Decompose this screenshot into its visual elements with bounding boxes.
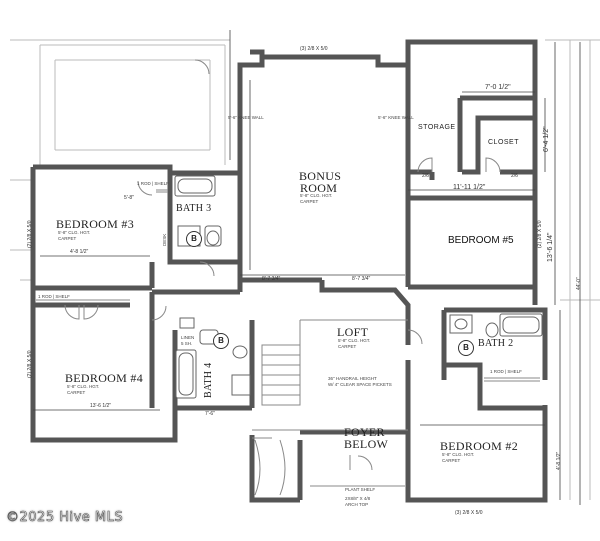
shelves bbox=[36, 189, 540, 496]
dim-b3-window: (2) 2/8 X 5/0 bbox=[27, 220, 33, 248]
walls bbox=[30, 39, 548, 503]
bonus-room-height: 5'-8" CLG. HGT. bbox=[300, 193, 333, 198]
dim-door-left: 2/6 bbox=[422, 173, 429, 179]
fixtures bbox=[174, 175, 543, 399]
loft-height: 5'-8" CLG. HGT. bbox=[338, 338, 371, 343]
background-lines bbox=[10, 39, 600, 500]
bedroom3-height: 5'-8" CLG. HGT. bbox=[58, 230, 91, 235]
bedroom4-height: 5'-8" CLG. HGT. bbox=[67, 384, 100, 389]
door-swings bbox=[64, 59, 501, 471]
dim-loft-a: 8'-7 3/4" bbox=[262, 276, 281, 282]
bedroom3-label: BEDROOM #3 bbox=[56, 217, 135, 231]
dim-top-bonus: (3) 2/8 X 5/0 bbox=[300, 46, 328, 52]
bedroom4-floor: CARPET bbox=[67, 390, 86, 395]
loft-floor: CARPET bbox=[338, 344, 357, 349]
bonus-room-label-2: ROOM bbox=[300, 181, 338, 195]
arch-label-2: ARCH TOP bbox=[345, 502, 369, 507]
bonus-room-label-1: BONUS bbox=[299, 169, 342, 183]
dim-bedroom5-depth: 13'-6 1/4" bbox=[547, 232, 554, 262]
dim-b4-window: (2) 2/8 X 5/0 bbox=[27, 350, 33, 378]
arch-label-1: 2X8/8" X 4/8 bbox=[345, 496, 371, 501]
watermark: ©2025 Hive MLS bbox=[6, 510, 124, 526]
dim-overall-right: 44'-0" bbox=[576, 277, 582, 290]
dim-b3-width: 4'-8 1/2" bbox=[70, 249, 89, 255]
dimension-lines bbox=[33, 30, 581, 505]
dim-5-8: 5'-8" bbox=[124, 195, 134, 201]
dim-loft-b: 8'-7 3/4" bbox=[352, 276, 371, 282]
bath4-marker: B bbox=[213, 333, 229, 349]
linen-sub-label: 5 SH. bbox=[181, 341, 193, 346]
bath2-label: BATH 2 bbox=[478, 338, 514, 349]
bonus-room-floor: CARPET bbox=[300, 199, 319, 204]
bath2-marker: B bbox=[458, 340, 474, 356]
rod-shelf-b4: 1 ROD | SHELF bbox=[38, 294, 70, 299]
knee-wall-note-right: 5'-6" KNEE WALL bbox=[378, 115, 414, 120]
bath4-label: BATH 4 bbox=[203, 362, 214, 398]
bedroom3-floor: CARPET bbox=[58, 236, 77, 241]
dim-storage-depth: 6'-4 1/2" bbox=[543, 126, 550, 152]
rod-shelf-b3: 1 ROD | SHELF bbox=[137, 181, 169, 186]
bedroom2-floor: CARPET bbox=[442, 458, 461, 463]
linen-label: LINEN bbox=[181, 335, 195, 340]
bath3-marker: B bbox=[186, 231, 202, 247]
storage-label: STORAGE bbox=[418, 124, 456, 131]
bedroom4-label: BEDROOM #4 bbox=[65, 371, 144, 385]
bedroom2-height: 5'-8" CLG. HGT. bbox=[442, 452, 475, 457]
dim-storage-width: 7'-0 1/2" bbox=[485, 84, 511, 91]
dim-b4-width: 13'-6 1/2" bbox=[90, 403, 112, 409]
desk-label: DESK bbox=[162, 233, 167, 246]
foyer-label-1: FOYER bbox=[344, 425, 385, 439]
dim-door-right: 2/6 bbox=[511, 173, 518, 179]
bedroom2-label: BEDROOM #2 bbox=[440, 439, 519, 453]
handrail-note-2: W/ 4" CLEAR SPACE PICKETS bbox=[328, 382, 392, 387]
stairs bbox=[252, 319, 408, 431]
plant-shelf-label: PLANT SHELF bbox=[345, 487, 376, 492]
dim-bedroom5-width: 11'-11 1/2" bbox=[453, 184, 486, 191]
handrail-note-1: 36" HANDRAIL HEIGHT bbox=[328, 376, 377, 381]
knee-wall-note-left: 5'-6" KNEE WALL bbox=[228, 115, 264, 120]
dim-bedroom5-window: (2) 2/8 X 5/0 bbox=[537, 220, 543, 248]
loft-label: LOFT bbox=[337, 325, 369, 339]
bath3-label: BATH 3 bbox=[176, 203, 212, 214]
closet-label: CLOSET bbox=[488, 139, 520, 146]
dim-b2-bottom: (3) 2/8 X 5/0 bbox=[455, 510, 483, 516]
dim-7-6: 7'-6" bbox=[205, 411, 215, 417]
foyer-label-2: BELOW bbox=[344, 437, 389, 451]
bedroom5-label: BEDROOM #5 bbox=[448, 235, 514, 246]
rod-shelf-b2: 1 ROD | SHELF bbox=[490, 369, 522, 374]
dim-b2-side: 4'-8 1/2" bbox=[556, 451, 562, 470]
